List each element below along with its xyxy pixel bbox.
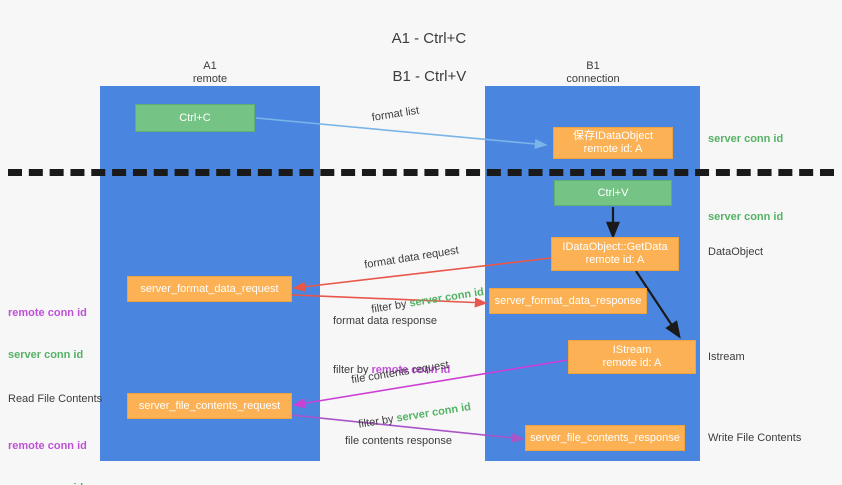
- box-server-format-data-request[interactable]: server_format_data_request: [127, 276, 292, 302]
- label-conn-ids-file: remote conn id server conn id: [8, 411, 87, 485]
- edge-file-contents-response-line1: file contents response: [345, 435, 453, 447]
- label-server-conn-id-2: server conn id: [8, 481, 87, 485]
- box-save-idataobject[interactable]: 保存IDataObject remote id: A: [553, 127, 673, 159]
- edge-format-data-response-accent: remote conn id: [371, 364, 451, 376]
- edge-label-format-data-response: format data response filter by remote co…: [333, 284, 450, 408]
- column-a1-name: A1: [203, 60, 217, 72]
- page-title: A1 - Ctrl+C B1 - Ctrl+V: [0, 10, 842, 105]
- box-ctrl-c[interactable]: Ctrl+C: [135, 104, 255, 132]
- column-b1-name: B1: [586, 60, 600, 72]
- box-save-idataobject-line1: 保存IDataObject: [572, 130, 654, 142]
- column-b1-sub: connection: [566, 73, 620, 85]
- label-server-conn-id-top: server conn id: [708, 133, 784, 145]
- label-read-file-contents: Read File Contents: [8, 393, 103, 405]
- box-server-file-contents-request[interactable]: server_file_contents_request: [127, 393, 292, 419]
- box-server-format-data-response[interactable]: server_format_data_response: [489, 288, 647, 314]
- box-server-format-data-response-label: server_format_data_response: [494, 294, 642, 307]
- box-server-file-contents-response-label: server_file_contents_response: [530, 431, 680, 444]
- label-remote-conn-id-2: remote conn id: [8, 440, 87, 452]
- box-server-file-contents-request-label: server_file_contents_request: [138, 399, 281, 412]
- box-getdata-line1: IDataObject::GetData: [562, 241, 668, 253]
- edge-label-file-contents-response: file contents response filter by remote …: [345, 404, 452, 485]
- edge-format-data-response-line1: format data response: [333, 315, 437, 327]
- title-line-2: B1 - Ctrl+V: [392, 68, 467, 85]
- edge-file-contents-request-line1: file contents request: [350, 358, 450, 387]
- edge-format-data-request-line1: format data request: [363, 244, 460, 272]
- label-istream: Istream: [708, 351, 745, 363]
- box-istream[interactable]: IStream remote id: A: [568, 340, 696, 374]
- box-idataobject-getdata[interactable]: IDataObject::GetData remote id: A: [551, 237, 679, 271]
- label-remote-conn-id-1: remote conn id: [8, 307, 87, 319]
- box-istream-line2: remote id: A: [602, 357, 662, 369]
- label-conn-ids-format: remote conn id server conn id: [8, 278, 87, 390]
- box-ctrl-v-label: Ctrl+V: [597, 186, 629, 199]
- edge-format-data-response-line2: filter by remote conn id: [333, 363, 450, 378]
- label-server-conn-id-mid: server conn id: [708, 211, 784, 223]
- edge-label-format-list: format list: [370, 104, 420, 124]
- box-ctrl-c-label: Ctrl+C: [179, 111, 211, 124]
- label-write-file-contents: Write File Contents: [708, 432, 802, 444]
- column-header-b1: B1 connection: [493, 60, 693, 86]
- phase-separator: [8, 169, 834, 176]
- title-line-1: A1 - Ctrl+C: [391, 30, 467, 47]
- box-getdata-line2: remote id: A: [585, 254, 645, 266]
- column-a1-sub: remote: [192, 73, 228, 85]
- box-istream-line1: IStream: [612, 344, 652, 356]
- edge-format-data-response-prefix: filter by: [333, 364, 372, 376]
- label-server-conn-id-1: server conn id: [8, 349, 84, 361]
- box-server-format-data-request-label: server_format_data_request: [140, 282, 279, 295]
- box-server-file-contents-response[interactable]: server_file_contents_response: [525, 425, 685, 451]
- label-dataobject: DataObject: [708, 246, 764, 258]
- box-save-idataobject-line2: remote id: A: [583, 143, 643, 155]
- box-ctrl-v[interactable]: Ctrl+V: [554, 180, 672, 206]
- column-header-a1: A1 remote: [110, 60, 310, 86]
